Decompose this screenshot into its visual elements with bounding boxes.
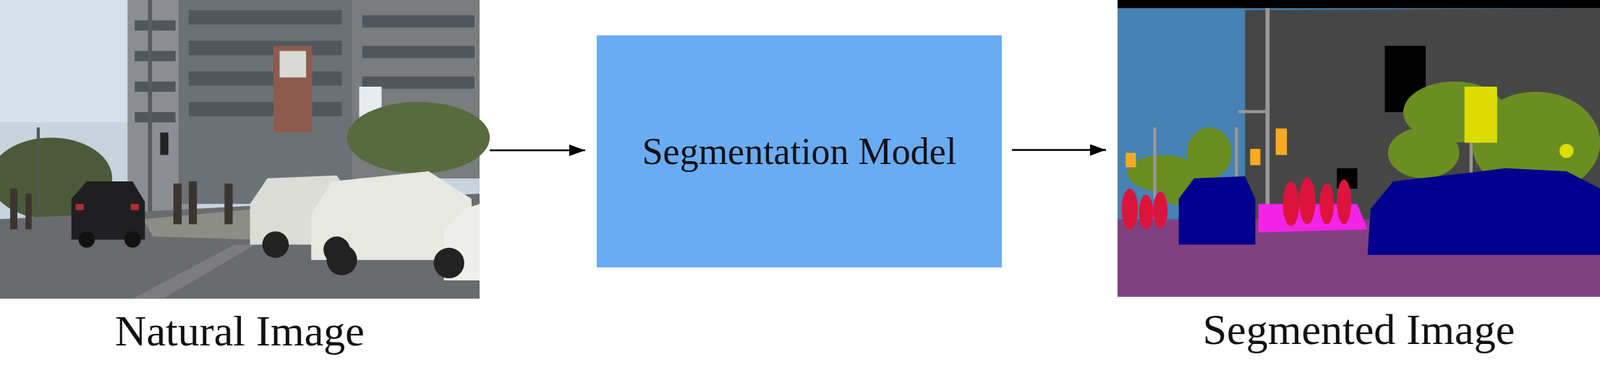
image-caption: Natural Image	[115, 307, 365, 356]
process-box: Segmentation Model	[596, 35, 1002, 268]
image-caption: Segmented Image	[1202, 305, 1516, 354]
street-photo	[0, 0, 490, 299]
box-label: Segmentation Model	[642, 130, 957, 174]
segmentation-map	[1117, 0, 1600, 298]
flow-arrow	[1011, 149, 1106, 152]
image-panel: Natural Image	[0, 0, 480, 299]
flow-arrow	[489, 149, 586, 152]
image-panel: Segmented Image	[1117, 0, 1600, 298]
